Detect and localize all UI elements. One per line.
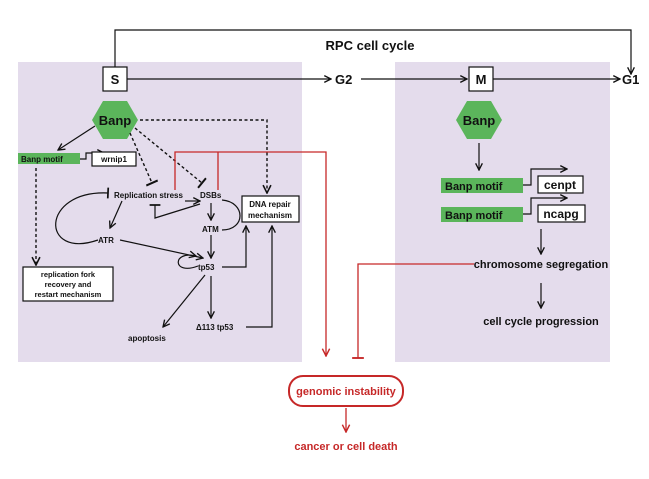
dsbs-feedback-inhibition [149,203,201,219]
chromosome-segregation-label: chromosome segregation [474,259,609,271]
atr-replication-loop [55,187,110,245]
m-phase-box [468,66,494,92]
dna-repair-label-line1: DNA repair [249,200,291,209]
atm-label: ATM [202,225,219,234]
banp-label-right: Banp [463,113,496,128]
cancer-or-cell-death-label: cancer or cell death [294,441,398,453]
banp-motif-box-left [18,153,80,164]
banp-inhibits-replication-stress [129,132,159,187]
tp53-label: tp53 [198,263,215,272]
ncapg-promoter-arrow [523,198,567,215]
dna-repair-label-line2: mechanism [248,211,292,220]
ncapg-box [537,204,586,223]
cenpt-promoter-arrow [523,169,567,186]
wrnip1-label: wrnip1 [100,155,127,164]
wrnip1-box [91,151,137,167]
s-phase-label: S [111,72,120,87]
tp53-to-apoptosis-arrow [163,274,206,327]
segregation-inhibition-red-line [352,263,474,359]
fork-recovery-label-line1: replication fork [41,270,96,279]
tp53-autoregulation-loop [177,255,199,269]
banp-motif-box-right-1 [441,178,523,193]
banp-hexagon-right [456,101,502,139]
dna-repair-box [241,195,300,223]
banp-hexagon-left [92,101,138,139]
atm-dsbs-loop [221,199,241,231]
banp-motif-label-left: Banp motif [21,155,63,164]
cenpt-label: cenpt [544,178,576,192]
s-phase-box [102,66,128,92]
atr-label: ATR [98,236,114,245]
banp-to-motif-arrow [58,125,96,150]
delta113-tp53-label: Δ113 tp53 [196,323,234,332]
genomic-instability-label: genomic instability [296,386,397,398]
fork-recovery-box [22,266,114,302]
banp-inhibits-dsbs [134,127,207,189]
banp-motif-label-right-2: Banp motif [445,210,503,222]
replication-stress-red-line [174,151,326,356]
dsbs-label: DSBs [200,191,222,200]
m-phase-label: M [476,72,487,87]
cenpt-box [537,175,584,194]
g1-phase-label: G1 [622,72,639,87]
cycle-loop-line [114,29,631,74]
fork-recovery-label-line3: restart mechanism [35,290,102,299]
apoptosis-label: apoptosis [128,334,166,343]
diagram-title: RPC cell cycle [326,38,415,53]
replication-stress-label: Replication stress [114,191,183,200]
replication-stress-to-atr-arrow [110,200,123,228]
fork-recovery-label-line2: recovery and [45,280,92,289]
banp-label-left: Banp [99,113,132,128]
ncapg-label: ncapg [543,207,578,221]
banp-motif-box-right-2 [441,207,523,222]
banp-motif-label-right-1: Banp motif [445,181,503,193]
genomic-instability-box [288,375,404,407]
delta113-to-dna-repair-arrow [246,226,272,328]
g2-phase-label: G2 [335,72,352,87]
banp-to-dna-repair-dashed [140,119,267,193]
tp53-to-dna-repair-arrow [222,226,246,268]
cell-cycle-progression-label: cell cycle progression [483,316,599,328]
